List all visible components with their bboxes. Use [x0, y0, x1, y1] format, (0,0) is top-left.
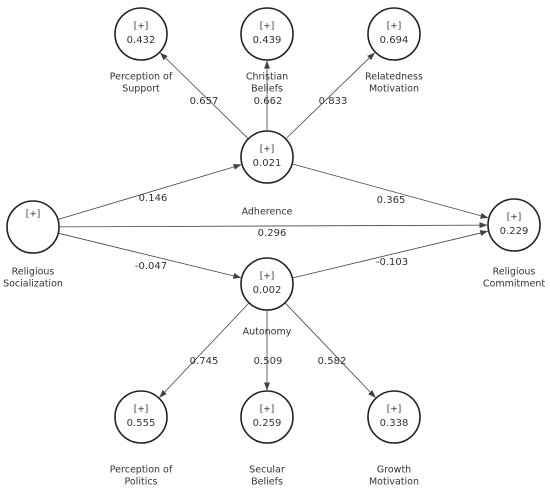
- edge-arrow-autonomy-to-perception-of-politics: [159, 302, 250, 398]
- node-circle: [240, 390, 294, 444]
- edge-arrow-adherence-to-relatedness-motivation: [285, 52, 375, 140]
- node-label-line: Adherence: [242, 207, 293, 218]
- edge-arrow-adherence-to-perception-of-support: [159, 52, 249, 140]
- node-circle: [487, 198, 541, 252]
- node-label-line: Motivation: [369, 84, 419, 95]
- node-label-line: Relatedness: [365, 72, 423, 83]
- node-value: 0.021: [253, 158, 282, 169]
- edge-arrow-socialization-to-autonomy: [58, 232, 242, 279]
- node-label-line: Politics: [124, 477, 157, 488]
- node-value: 0.439: [253, 35, 282, 46]
- edge-label-autonomy-to-secular-beliefs: 0.509: [254, 356, 283, 367]
- edge-label-autonomy-to-growth-motivation: 0.582: [318, 356, 347, 367]
- node-expand-tag: [+]: [387, 22, 402, 32]
- edge-arrow-autonomy-to-growth-motivation: [284, 302, 376, 398]
- edge-label-socialization-to-commitment: 0.296: [258, 228, 287, 239]
- edge-arrow-adherence-to-commitment: [291, 163, 489, 219]
- node-circle: [114, 390, 168, 444]
- node-label-line: Support: [122, 84, 160, 95]
- edge-arrow-socialization-to-commitment: [58, 222, 488, 229]
- node-expand-tag: [+]: [134, 22, 149, 32]
- edge-label-socialization-to-adherence: 0.146: [139, 193, 168, 204]
- edge-label-autonomy-to-perception-of-politics: 0.745: [190, 356, 219, 367]
- node-label-line: Beliefs: [251, 84, 283, 95]
- node-label-line: Motivation: [369, 477, 419, 488]
- node-circle: [240, 257, 294, 311]
- node-circle: [6, 200, 60, 254]
- edge-label-adherence-to-relatedness-motivation: 0.833: [319, 96, 348, 107]
- node-circle: [114, 7, 168, 61]
- node-label-line: Socialization: [3, 279, 63, 290]
- node-expand-tag: [+]: [260, 145, 275, 155]
- node-circle: [367, 7, 421, 61]
- node-label-line: Commitment: [483, 279, 545, 290]
- node-value: 0.432: [127, 35, 156, 46]
- edge-arrow-socialization-to-adherence: [57, 163, 242, 220]
- node-value: 0.555: [127, 418, 156, 429]
- node-label-line: Perception of: [110, 465, 173, 476]
- node-value: 0.259: [253, 418, 282, 429]
- node-expand-tag: [+]: [507, 213, 522, 223]
- node-value: 0.338: [380, 418, 409, 429]
- node-value: 0.694: [380, 35, 409, 46]
- node-value: 0.229: [500, 226, 529, 237]
- edge-label-adherence-to-christian-beliefs: 0.662: [254, 96, 283, 107]
- node-value: 0.002: [253, 285, 282, 296]
- node-expand-tag: [+]: [26, 210, 41, 220]
- edge-labels: 0.146 0.296 -0.047 0.365 -0.103 0.657 0.662 0.8…: [135, 96, 408, 367]
- node-expand-tag: [+]: [260, 272, 275, 282]
- node-expand-tag: [+]: [260, 405, 275, 415]
- node-expand-tag: [+]: [260, 22, 275, 32]
- node-label-line: Growth: [377, 465, 411, 476]
- node-label-line: Religious: [12, 267, 55, 278]
- node-label-line: Religious: [493, 267, 536, 278]
- node-circle: [240, 7, 294, 61]
- node-circle: [240, 130, 294, 184]
- node-label-line: Autonomy: [243, 327, 292, 338]
- edge-label-autonomy-to-commitment: -0.103: [376, 257, 408, 268]
- edges: [57, 52, 489, 398]
- edge-label-adherence-to-commitment: 0.365: [377, 195, 406, 206]
- node-label-line: Secular: [249, 465, 285, 476]
- node-label-line: Beliefs: [251, 477, 283, 488]
- node-circle: [367, 390, 421, 444]
- node-expand-tag: [+]: [134, 405, 149, 415]
- edge-label-socialization-to-autonomy: -0.047: [135, 261, 167, 272]
- node-label-line: Perception of: [110, 72, 173, 83]
- nodes: [+]ReligiousSocialization[+]0.021Adheren…: [3, 7, 545, 488]
- edge-label-adherence-to-perception-of-support: 0.657: [190, 96, 219, 107]
- edge-arrow-autonomy-to-commitment: [292, 230, 489, 279]
- node-label-line: Christian: [246, 72, 288, 83]
- node-expand-tag: [+]: [387, 405, 402, 415]
